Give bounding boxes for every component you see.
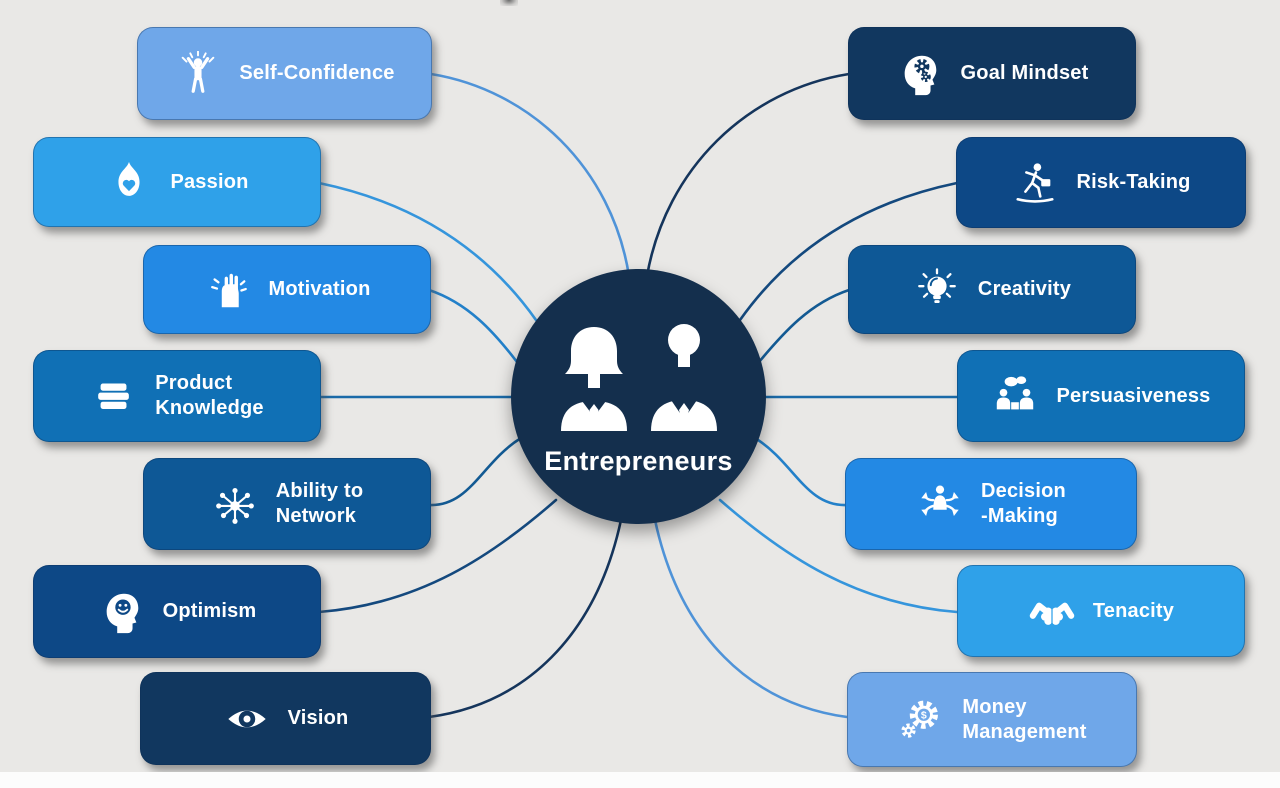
card-money-management[interactable]: $ Money Management [847,672,1137,767]
card-self-confidence[interactable]: Self-Confidence [137,27,432,120]
connector-risk-taking [738,181,959,322]
raised-fist-icon [204,267,252,313]
card-label: Creativity [977,278,1072,300]
smiley-head-icon [98,589,146,635]
card-persuasiveness[interactable]: Persuasiveness [957,350,1245,442]
flame-heart-icon [105,159,153,205]
card-product-knowledge[interactable]: Product Knowledge [33,350,321,442]
connector-goal-mindset [645,72,851,278]
card-label: Self-Confidence [239,62,395,84]
card-creativity[interactable]: Creativity [848,245,1136,334]
bottom-margin-strip [0,772,1280,788]
card-label: Optimism [162,600,257,622]
dollar-gears-icon: $ [897,697,945,743]
head-gears-icon [896,51,944,97]
center-node-entrepreneurs[interactable]: Entrepreneurs [511,269,766,524]
card-tenacity[interactable]: Tenacity [957,565,1245,657]
connector-ability-to-network [427,436,523,507]
card-label: Vision [287,707,349,729]
card-vision[interactable]: Vision [140,672,431,765]
card-label: Tenacity [1092,599,1175,622]
decision-arrows-icon [916,481,964,527]
card-optimism[interactable]: Optimism [33,565,321,658]
connector-optimism [317,498,558,614]
card-passion[interactable]: Passion [33,137,321,227]
meeting-discussion-icon [991,373,1039,419]
connector-passion [317,181,538,322]
eye-icon [223,696,271,742]
tightrope-runner-icon [1011,160,1059,206]
card-label: Money Management [962,695,1087,743]
connector-money-management [653,518,849,719]
card-motivation[interactable]: Motivation [143,245,431,334]
connector-creativity [757,288,851,364]
connector-motivation [427,288,519,364]
connector-decision-making [753,436,849,507]
card-label: Passion [170,170,249,193]
card-decision-making[interactable]: Decision -Making [845,458,1137,550]
lightbulb-icon [913,267,961,313]
connector-self-confidence [429,72,631,278]
center-label: Entrepreneurs [544,445,733,476]
network-hub-icon [211,481,259,527]
card-label: Ability to Network [275,480,364,527]
card-label: Motivation [268,278,371,300]
card-label: Decision -Making [981,480,1066,527]
person-arms-raised-icon [174,50,222,97]
brain-strength-icon [1028,588,1076,634]
card-label: Goal Mindset [960,62,1089,84]
card-ability-to-network[interactable]: Ability to Network [143,458,431,550]
card-goal-mindset[interactable]: Goal Mindset [848,27,1136,120]
svg-text:$: $ [921,709,927,721]
businesswoman-businessman-icon [553,321,725,440]
books-stack-icon [90,373,138,419]
card-label: Product Knowledge [155,372,264,419]
card-label: Persuasiveness [1056,384,1211,407]
top-edge-artifact [500,0,518,6]
connector-tenacity [718,498,959,614]
card-risk-taking[interactable]: Risk-Taking [956,137,1246,228]
card-label: Risk-Taking [1076,171,1191,193]
connector-vision [427,518,623,719]
